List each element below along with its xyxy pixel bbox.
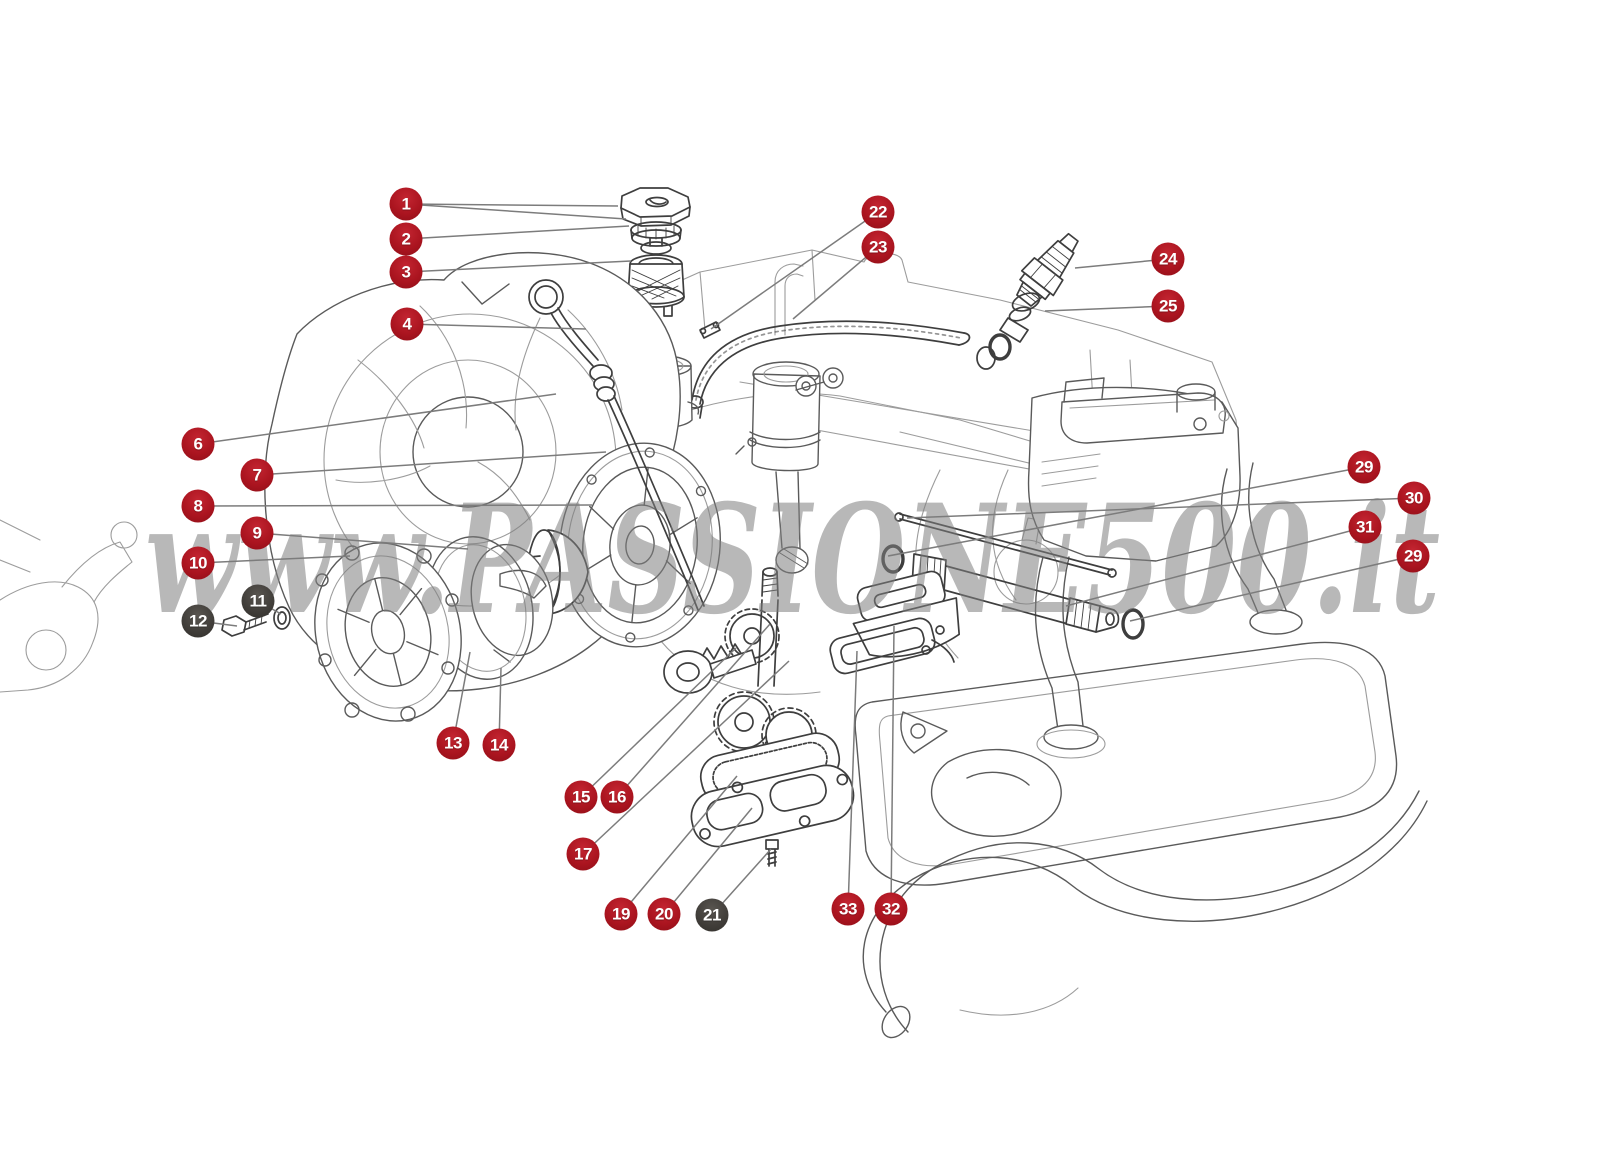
leader-29b bbox=[1129, 555, 1414, 622]
leader-20 bbox=[663, 807, 753, 915]
callout-badge-32: 32 bbox=[874, 892, 908, 926]
leader-7 bbox=[256, 451, 607, 476]
leader-1a bbox=[405, 203, 619, 207]
cylinder-head bbox=[1027, 377, 1241, 562]
callout-badge-29b: 29 bbox=[1396, 539, 1430, 573]
oil-pump bbox=[690, 567, 855, 867]
leader-16 bbox=[616, 623, 771, 798]
watermark: www.PASSIONE500.it bbox=[145, 472, 1440, 648]
leader-1b bbox=[405, 203, 627, 220]
callout-badge-9: 9 bbox=[240, 516, 274, 550]
leader-31 bbox=[1065, 526, 1366, 607]
oil-sump-and-exhaust bbox=[854, 462, 1428, 1039]
leader-30 bbox=[906, 497, 1415, 519]
callout-badge-7: 7 bbox=[240, 458, 274, 492]
leader-6 bbox=[197, 393, 557, 445]
leader-25 bbox=[1044, 305, 1169, 312]
callout-badge-21: 21 bbox=[695, 898, 729, 932]
leader-4 bbox=[406, 323, 587, 330]
callout-badge-14: 14 bbox=[482, 728, 516, 762]
leader-15 bbox=[580, 647, 737, 798]
callout-badge-23: 23 bbox=[861, 230, 895, 264]
callout-badge-15: 15 bbox=[564, 780, 598, 814]
callout-badge-20: 20 bbox=[647, 897, 681, 931]
callout-badge-25: 25 bbox=[1151, 289, 1185, 323]
leader-8 bbox=[197, 504, 593, 507]
callout-badge-3: 3 bbox=[389, 255, 423, 289]
callout-badge-17: 17 bbox=[566, 837, 600, 871]
cover-bolt bbox=[765, 839, 779, 867]
callout-badge-33: 33 bbox=[831, 892, 865, 926]
tube-seal-ring-29b bbox=[1121, 608, 1145, 640]
callout-badge-8: 8 bbox=[181, 489, 215, 523]
dipstick bbox=[528, 279, 705, 611]
leader-2 bbox=[405, 225, 630, 240]
fuel-hose bbox=[686, 320, 971, 421]
leader-17 bbox=[582, 660, 790, 855]
callout-badge-4: 4 bbox=[390, 307, 424, 341]
callout-badge-1: 1 bbox=[389, 187, 423, 221]
callout-badge-16: 16 bbox=[600, 780, 634, 814]
fuel-pump-gasket bbox=[829, 617, 936, 675]
fuel-pump bbox=[829, 570, 961, 675]
callout-badge-13: 13 bbox=[436, 726, 470, 760]
leader-33 bbox=[847, 650, 858, 910]
leader-32 bbox=[890, 625, 895, 910]
callout-badge-31: 31 bbox=[1348, 510, 1382, 544]
leader-23 bbox=[792, 246, 879, 320]
leader-19 bbox=[620, 775, 738, 915]
callout-badge-6: 6 bbox=[181, 427, 215, 461]
leader-22 bbox=[710, 211, 879, 330]
leader-3 bbox=[405, 260, 632, 273]
callout-badge-22: 22 bbox=[861, 195, 895, 229]
spark-plug bbox=[976, 232, 1079, 370]
fuel-pump-stand bbox=[735, 361, 844, 574]
callout-badge-30: 30 bbox=[1397, 481, 1431, 515]
crank-bolt bbox=[663, 649, 757, 694]
callout-badge-12: 12 bbox=[181, 604, 215, 638]
callout-badge-2: 2 bbox=[389, 222, 423, 256]
callout-badge-19: 19 bbox=[604, 897, 638, 931]
clutch-cover-plate bbox=[314, 542, 462, 722]
left-edge-parts bbox=[0, 519, 138, 693]
callout-badge-24: 24 bbox=[1151, 242, 1185, 276]
leader-29a bbox=[887, 466, 1365, 557]
engine-line-art bbox=[0, 187, 1428, 1039]
callout-badge-10: 10 bbox=[181, 546, 215, 580]
leader-9 bbox=[256, 532, 469, 550]
callout-badge-11: 11 bbox=[241, 584, 275, 618]
plug-connector-parts bbox=[976, 292, 1041, 370]
leader-10 bbox=[197, 555, 351, 564]
breather-filter bbox=[627, 254, 685, 317]
leader-lines bbox=[197, 203, 1415, 916]
oil-filler-cap-parts bbox=[620, 187, 691, 255]
callout-badge-29a: 29 bbox=[1347, 450, 1381, 484]
tube-seal-ring-29 bbox=[881, 544, 905, 574]
